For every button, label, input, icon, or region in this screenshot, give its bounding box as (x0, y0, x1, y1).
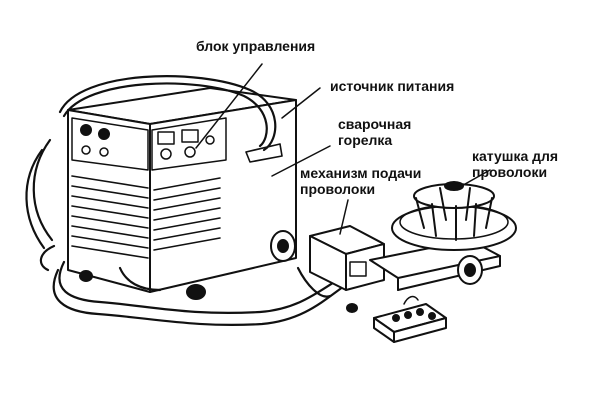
label-wire-feeder: механизм подачи проволоки (300, 165, 422, 197)
power-source-cabinet (67, 87, 297, 300)
label-torch: сварочная горелка (338, 116, 412, 148)
leader-lines (195, 63, 491, 235)
label-power-source: источник питания (330, 78, 455, 94)
wire-spool (391, 181, 517, 251)
cables (25, 75, 352, 327)
label-control-unit: блок управления (196, 38, 316, 54)
vent-louvres (71, 175, 221, 259)
remote-control-box (373, 295, 447, 343)
label-wire-spool: катушка для проволоки (472, 148, 559, 180)
